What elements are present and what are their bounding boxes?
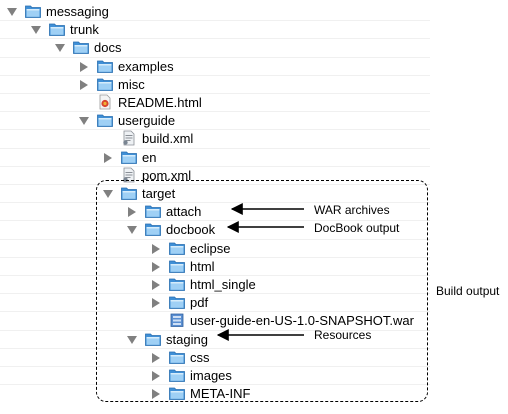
disclosure-collapsed-icon[interactable]	[150, 352, 162, 364]
disclosure-collapsed-icon[interactable]	[150, 388, 162, 400]
annotation-war-archives: WAR archives	[314, 203, 390, 217]
tree-row[interactable]: html	[0, 256, 430, 276]
tree-item-label: en	[142, 149, 157, 165]
tree-row[interactable]: userguide	[0, 111, 430, 130]
tree-item-label: images	[190, 368, 232, 383]
disclosure-expanded-icon[interactable]	[126, 334, 138, 346]
folder-icon	[168, 349, 186, 365]
disclosure-collapsed-icon[interactable]	[126, 206, 138, 218]
tree-item-label: html	[190, 258, 215, 274]
folder-icon	[168, 367, 186, 383]
tree-item-label: misc	[118, 76, 145, 92]
tree-item-label: html_single	[190, 277, 256, 292]
tree-item-label: staging	[166, 331, 208, 347]
tree-row[interactable]: target	[0, 184, 430, 203]
tree-item-label: userguide	[118, 113, 176, 129]
folder-icon	[48, 21, 66, 37]
tree-item-label: messaging	[46, 4, 109, 19]
folder-icon	[168, 385, 186, 401]
tree-item-label: docbook	[166, 222, 216, 238]
disclosure-expanded-icon[interactable]	[6, 6, 18, 18]
tree-item-label: user-guide-en-US-1.0-SNAPSHOT.war	[190, 313, 414, 329]
html-file-icon	[96, 94, 114, 110]
tree-row[interactable]: README.html	[0, 93, 430, 112]
tree-item-label: target	[142, 186, 176, 201]
folder-icon	[168, 276, 186, 292]
tree-row[interactable]: docs	[0, 38, 430, 57]
tree-item-label: META-INF	[190, 386, 251, 402]
disclosure-collapsed-icon[interactable]	[150, 243, 162, 255]
disclosure-collapsed-icon[interactable]	[78, 61, 90, 73]
xml-file-icon	[120, 130, 138, 146]
disclosure-expanded-icon[interactable]	[54, 42, 66, 54]
annotation-resources: Resources	[314, 328, 372, 342]
tree-row[interactable]: messaging	[0, 3, 430, 21]
folder-icon	[96, 58, 114, 74]
disclosure-collapsed-icon[interactable]	[150, 370, 162, 382]
build-output-region	[96, 180, 428, 402]
folder-icon	[24, 3, 42, 19]
tree-row[interactable]: eclipse	[0, 238, 430, 258]
tree-item-label: build.xml	[142, 131, 194, 147]
tree-row[interactable]: css	[0, 347, 430, 367]
folder-icon	[96, 112, 114, 128]
tree-item-label: README.html	[118, 95, 202, 110]
tree-row[interactable]: META-INF	[0, 384, 430, 403]
disclosure-expanded-icon[interactable]	[30, 24, 42, 36]
folder-icon	[120, 185, 138, 201]
tree-item-label: eclipse	[190, 240, 231, 256]
folder-icon	[144, 203, 162, 219]
tree-row[interactable]: attach	[0, 202, 430, 221]
tree-row[interactable]: pdf	[0, 293, 430, 312]
tree-item-label: css	[190, 349, 210, 365]
war-file-icon	[168, 312, 186, 328]
tree-item-label: examples	[118, 58, 174, 74]
folder-icon	[120, 149, 138, 165]
annotation-docbook-output: DocBook output	[314, 221, 400, 235]
folder-icon	[168, 240, 186, 256]
tree-row[interactable]: trunk	[0, 20, 430, 39]
tree-row[interactable]: docbook	[0, 220, 430, 239]
disclosure-expanded-icon[interactable]	[126, 224, 138, 236]
disclosure-expanded-icon[interactable]	[102, 188, 114, 200]
tree-row[interactable]: en	[0, 147, 430, 167]
tree-item-label: attach	[166, 204, 202, 220]
disclosure-collapsed-icon[interactable]	[150, 261, 162, 273]
folder-icon	[72, 39, 90, 55]
tree-row[interactable]: user-guide-en-US-1.0-SNAPSHOT.war	[0, 311, 430, 330]
disclosure-collapsed-icon[interactable]	[78, 79, 90, 91]
annotation-build-output: Build output	[436, 284, 500, 298]
folder-icon	[168, 294, 186, 310]
tree-row[interactable]: images	[0, 366, 430, 385]
folder-icon	[96, 76, 114, 92]
tree-item-label: pdf	[190, 295, 209, 311]
folder-icon	[168, 258, 186, 274]
tree-row[interactable]: staging	[0, 329, 430, 349]
folder-icon	[144, 221, 162, 237]
disclosure-collapsed-icon[interactable]	[102, 152, 114, 164]
tree-row[interactable]: examples	[0, 56, 430, 76]
tree-item-label: docs	[94, 40, 122, 56]
disclosure-collapsed-icon[interactable]	[150, 279, 162, 291]
tree-item-label: pom.xml	[142, 167, 192, 183]
tree-row[interactable]: html_single	[0, 275, 430, 294]
tree-item-label: trunk	[70, 22, 99, 38]
disclosure-collapsed-icon[interactable]	[150, 297, 162, 309]
tree-row[interactable]: build.xml	[0, 129, 430, 148]
folder-icon	[144, 331, 162, 347]
disclosure-expanded-icon[interactable]	[78, 115, 90, 127]
tree-row[interactable]: misc	[0, 74, 430, 94]
